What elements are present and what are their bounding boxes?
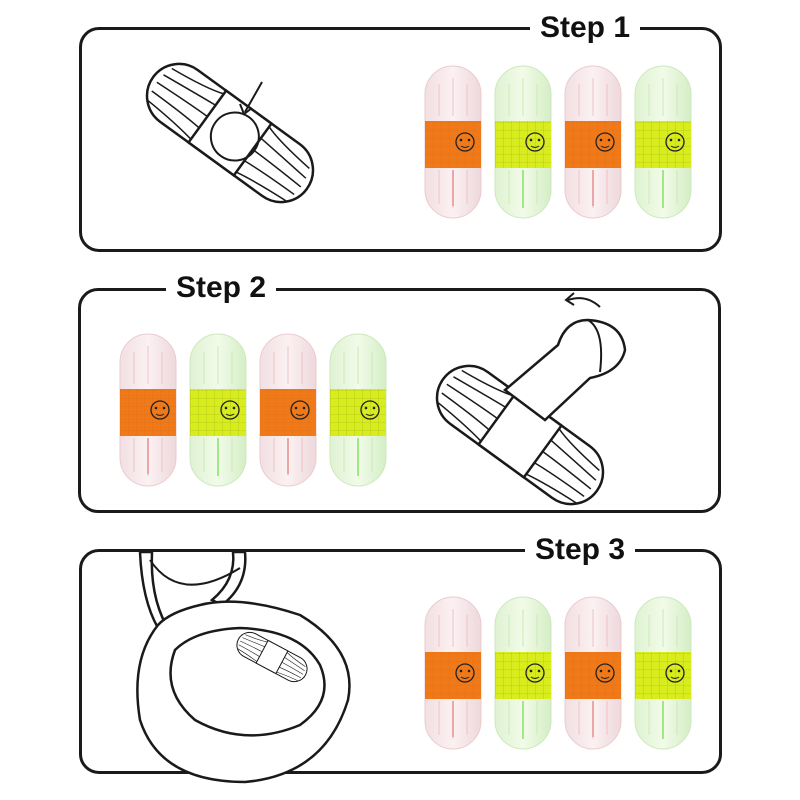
step1-product-row — [425, 66, 691, 218]
step-3-panel — [79, 549, 722, 774]
step3-product-row — [425, 597, 691, 749]
step1-arrow-icon — [239, 81, 263, 116]
step3-toilet-icon — [136, 550, 351, 784]
step2-product-row — [120, 334, 386, 486]
step-1-label: Step 1 — [530, 11, 641, 45]
step-3-label: Step 3 — [525, 533, 636, 567]
step2-peeled-strip — [502, 318, 627, 422]
step-1-panel — [79, 27, 722, 252]
step2-curved-arrow-icon — [564, 292, 601, 308]
step-2-panel — [78, 288, 721, 513]
step-2-label: Step 2 — [166, 271, 277, 305]
step1-capsule-outline-icon — [133, 50, 327, 216]
